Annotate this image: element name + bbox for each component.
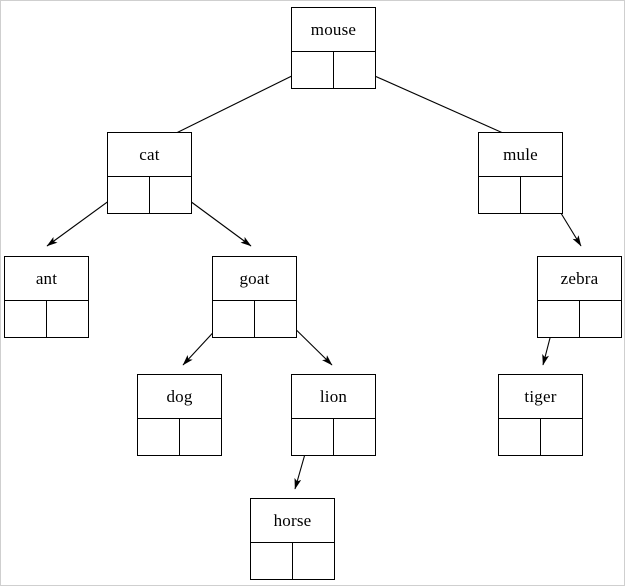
right-pointer-cell-goat[interactable] xyxy=(255,301,297,337)
node-pointers-lion xyxy=(292,419,375,455)
left-pointer-cell-goat[interactable] xyxy=(213,301,255,337)
tree-node-lion[interactable]: lion xyxy=(291,374,376,456)
tree-node-mouse[interactable]: mouse xyxy=(291,7,376,89)
node-label-mouse: mouse xyxy=(292,8,375,52)
right-pointer-cell-dog[interactable] xyxy=(180,419,222,455)
left-pointer-cell-horse[interactable] xyxy=(251,543,293,579)
left-pointer-cell-ant[interactable] xyxy=(5,301,47,337)
left-pointer-cell-mule[interactable] xyxy=(479,177,521,213)
node-pointers-dog xyxy=(138,419,221,455)
left-pointer-cell-cat[interactable] xyxy=(108,177,150,213)
tree-node-tiger[interactable]: tiger xyxy=(498,374,583,456)
right-pointer-cell-zebra[interactable] xyxy=(580,301,622,337)
node-label-cat: cat xyxy=(108,133,191,177)
tree-node-mule[interactable]: mule xyxy=(478,132,563,214)
left-pointer-cell-lion[interactable] xyxy=(292,419,334,455)
tree-node-dog[interactable]: dog xyxy=(137,374,222,456)
node-pointers-goat xyxy=(213,301,296,337)
tree-node-horse[interactable]: horse xyxy=(250,498,335,580)
tree-node-cat[interactable]: cat xyxy=(107,132,192,214)
tree-node-zebra[interactable]: zebra xyxy=(537,256,622,338)
edge-mouse-right-to-mule xyxy=(358,68,522,142)
node-pointers-zebra xyxy=(538,301,621,337)
node-label-zebra: zebra xyxy=(538,257,621,301)
node-label-horse: horse xyxy=(251,499,334,543)
node-pointers-tiger xyxy=(499,419,582,455)
node-pointers-cat xyxy=(108,177,191,213)
right-pointer-cell-tiger[interactable] xyxy=(541,419,583,455)
node-label-mule: mule xyxy=(479,133,562,177)
right-pointer-cell-mouse[interactable] xyxy=(334,52,376,88)
left-pointer-cell-tiger[interactable] xyxy=(499,419,541,455)
right-pointer-cell-ant[interactable] xyxy=(47,301,89,337)
node-pointers-mouse xyxy=(292,52,375,88)
left-pointer-cell-zebra[interactable] xyxy=(538,301,580,337)
node-label-dog: dog xyxy=(138,375,221,419)
left-pointer-cell-dog[interactable] xyxy=(138,419,180,455)
node-pointers-mule xyxy=(479,177,562,213)
right-pointer-cell-lion[interactable] xyxy=(334,419,376,455)
node-label-tiger: tiger xyxy=(499,375,582,419)
node-label-ant: ant xyxy=(5,257,88,301)
right-pointer-cell-cat[interactable] xyxy=(150,177,192,213)
tree-node-ant[interactable]: ant xyxy=(4,256,89,338)
node-label-goat: goat xyxy=(213,257,296,301)
node-pointers-ant xyxy=(5,301,88,337)
left-pointer-cell-mouse[interactable] xyxy=(292,52,334,88)
tree-node-goat[interactable]: goat xyxy=(212,256,297,338)
right-pointer-cell-horse[interactable] xyxy=(293,543,335,579)
right-pointer-cell-mule[interactable] xyxy=(521,177,563,213)
node-pointers-horse xyxy=(251,543,334,579)
node-label-lion: lion xyxy=(292,375,375,419)
